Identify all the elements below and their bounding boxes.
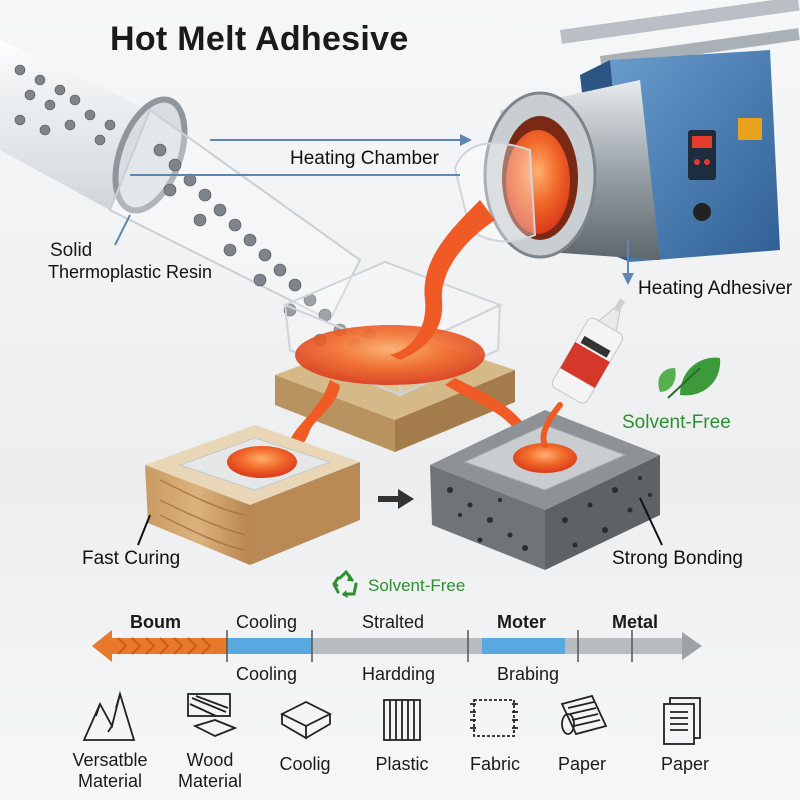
- material-label-6: Paper: [557, 754, 607, 774]
- paper-stack-icon: [663, 697, 701, 745]
- callout-strong-bonding: [639, 497, 663, 546]
- recycle-icon: [332, 569, 358, 598]
- material-label-2: Wood Material: [177, 750, 243, 791]
- leaf-icon: [658, 357, 721, 399]
- molten-stream: [390, 200, 495, 360]
- material-label-4: Plastic: [375, 754, 429, 774]
- material-icons-row: [82, 690, 701, 745]
- orange-switch: [738, 118, 762, 140]
- process-illustration: [0, 0, 800, 570]
- material-label-7: Paper: [660, 754, 710, 774]
- wood-block-fast-curing: [145, 425, 360, 565]
- molten-drip-left: [270, 380, 340, 465]
- label-solvent-free-top: Solvent-Free: [622, 412, 731, 433]
- control-knob: [693, 203, 711, 221]
- label-fast-curing: Fast Curing: [82, 548, 181, 569]
- page-title: Hot Melt Adhesive: [110, 20, 409, 58]
- label-solid: Solid: [50, 240, 93, 261]
- molten-drip-right: [445, 378, 525, 430]
- scale-bottom-label-1: Cooling: [236, 664, 298, 684]
- fabric-swatch-icon: [470, 699, 518, 737]
- mountains-icon: [82, 690, 136, 741]
- scale-top-label-1: Boum: [130, 612, 181, 632]
- label-heating-chamber: Heating Chamber: [290, 148, 439, 169]
- glue-bottle: [551, 298, 626, 404]
- wood-board-icon: [187, 693, 238, 737]
- label-solvent-free-mid: Solvent-Free: [368, 576, 466, 595]
- scale-bottom-label-2: Hardding: [362, 664, 436, 684]
- scale-top-label-3: Stralted: [362, 612, 425, 632]
- callout-fast-curing: [137, 514, 151, 546]
- label-heating-adhesiver: Heating Adhesiver: [638, 278, 793, 299]
- scale-top-label-4: Moter: [497, 612, 546, 632]
- rail-upper: [560, 0, 800, 44]
- scale-top-label-2: Cooling: [236, 612, 298, 632]
- heating-chamber: [483, 80, 660, 260]
- label-strong-bonding: Strong Bonding: [612, 548, 743, 569]
- cube-icon: [279, 700, 333, 740]
- concrete-block-strong-bonding: [430, 410, 660, 570]
- process-scale-bar: [92, 630, 702, 662]
- bottle-glue-stream: [540, 402, 563, 448]
- material-label-5: Fabric: [469, 754, 520, 774]
- callout-lines: [114, 134, 634, 285]
- label-thermoplastic-resin: Thermoplastic Resin: [48, 262, 213, 282]
- scale-bottom-label-3: Brabing: [497, 664, 560, 684]
- material-label-1: Versatble Material: [72, 750, 148, 791]
- plastic-sheet-icon: [383, 699, 421, 741]
- flow-arrow-icon: [378, 489, 414, 509]
- material-label-3: Coolig: [279, 754, 331, 774]
- paper-roll-icon: [560, 694, 608, 736]
- scale-top-label-5: Metal: [612, 612, 659, 632]
